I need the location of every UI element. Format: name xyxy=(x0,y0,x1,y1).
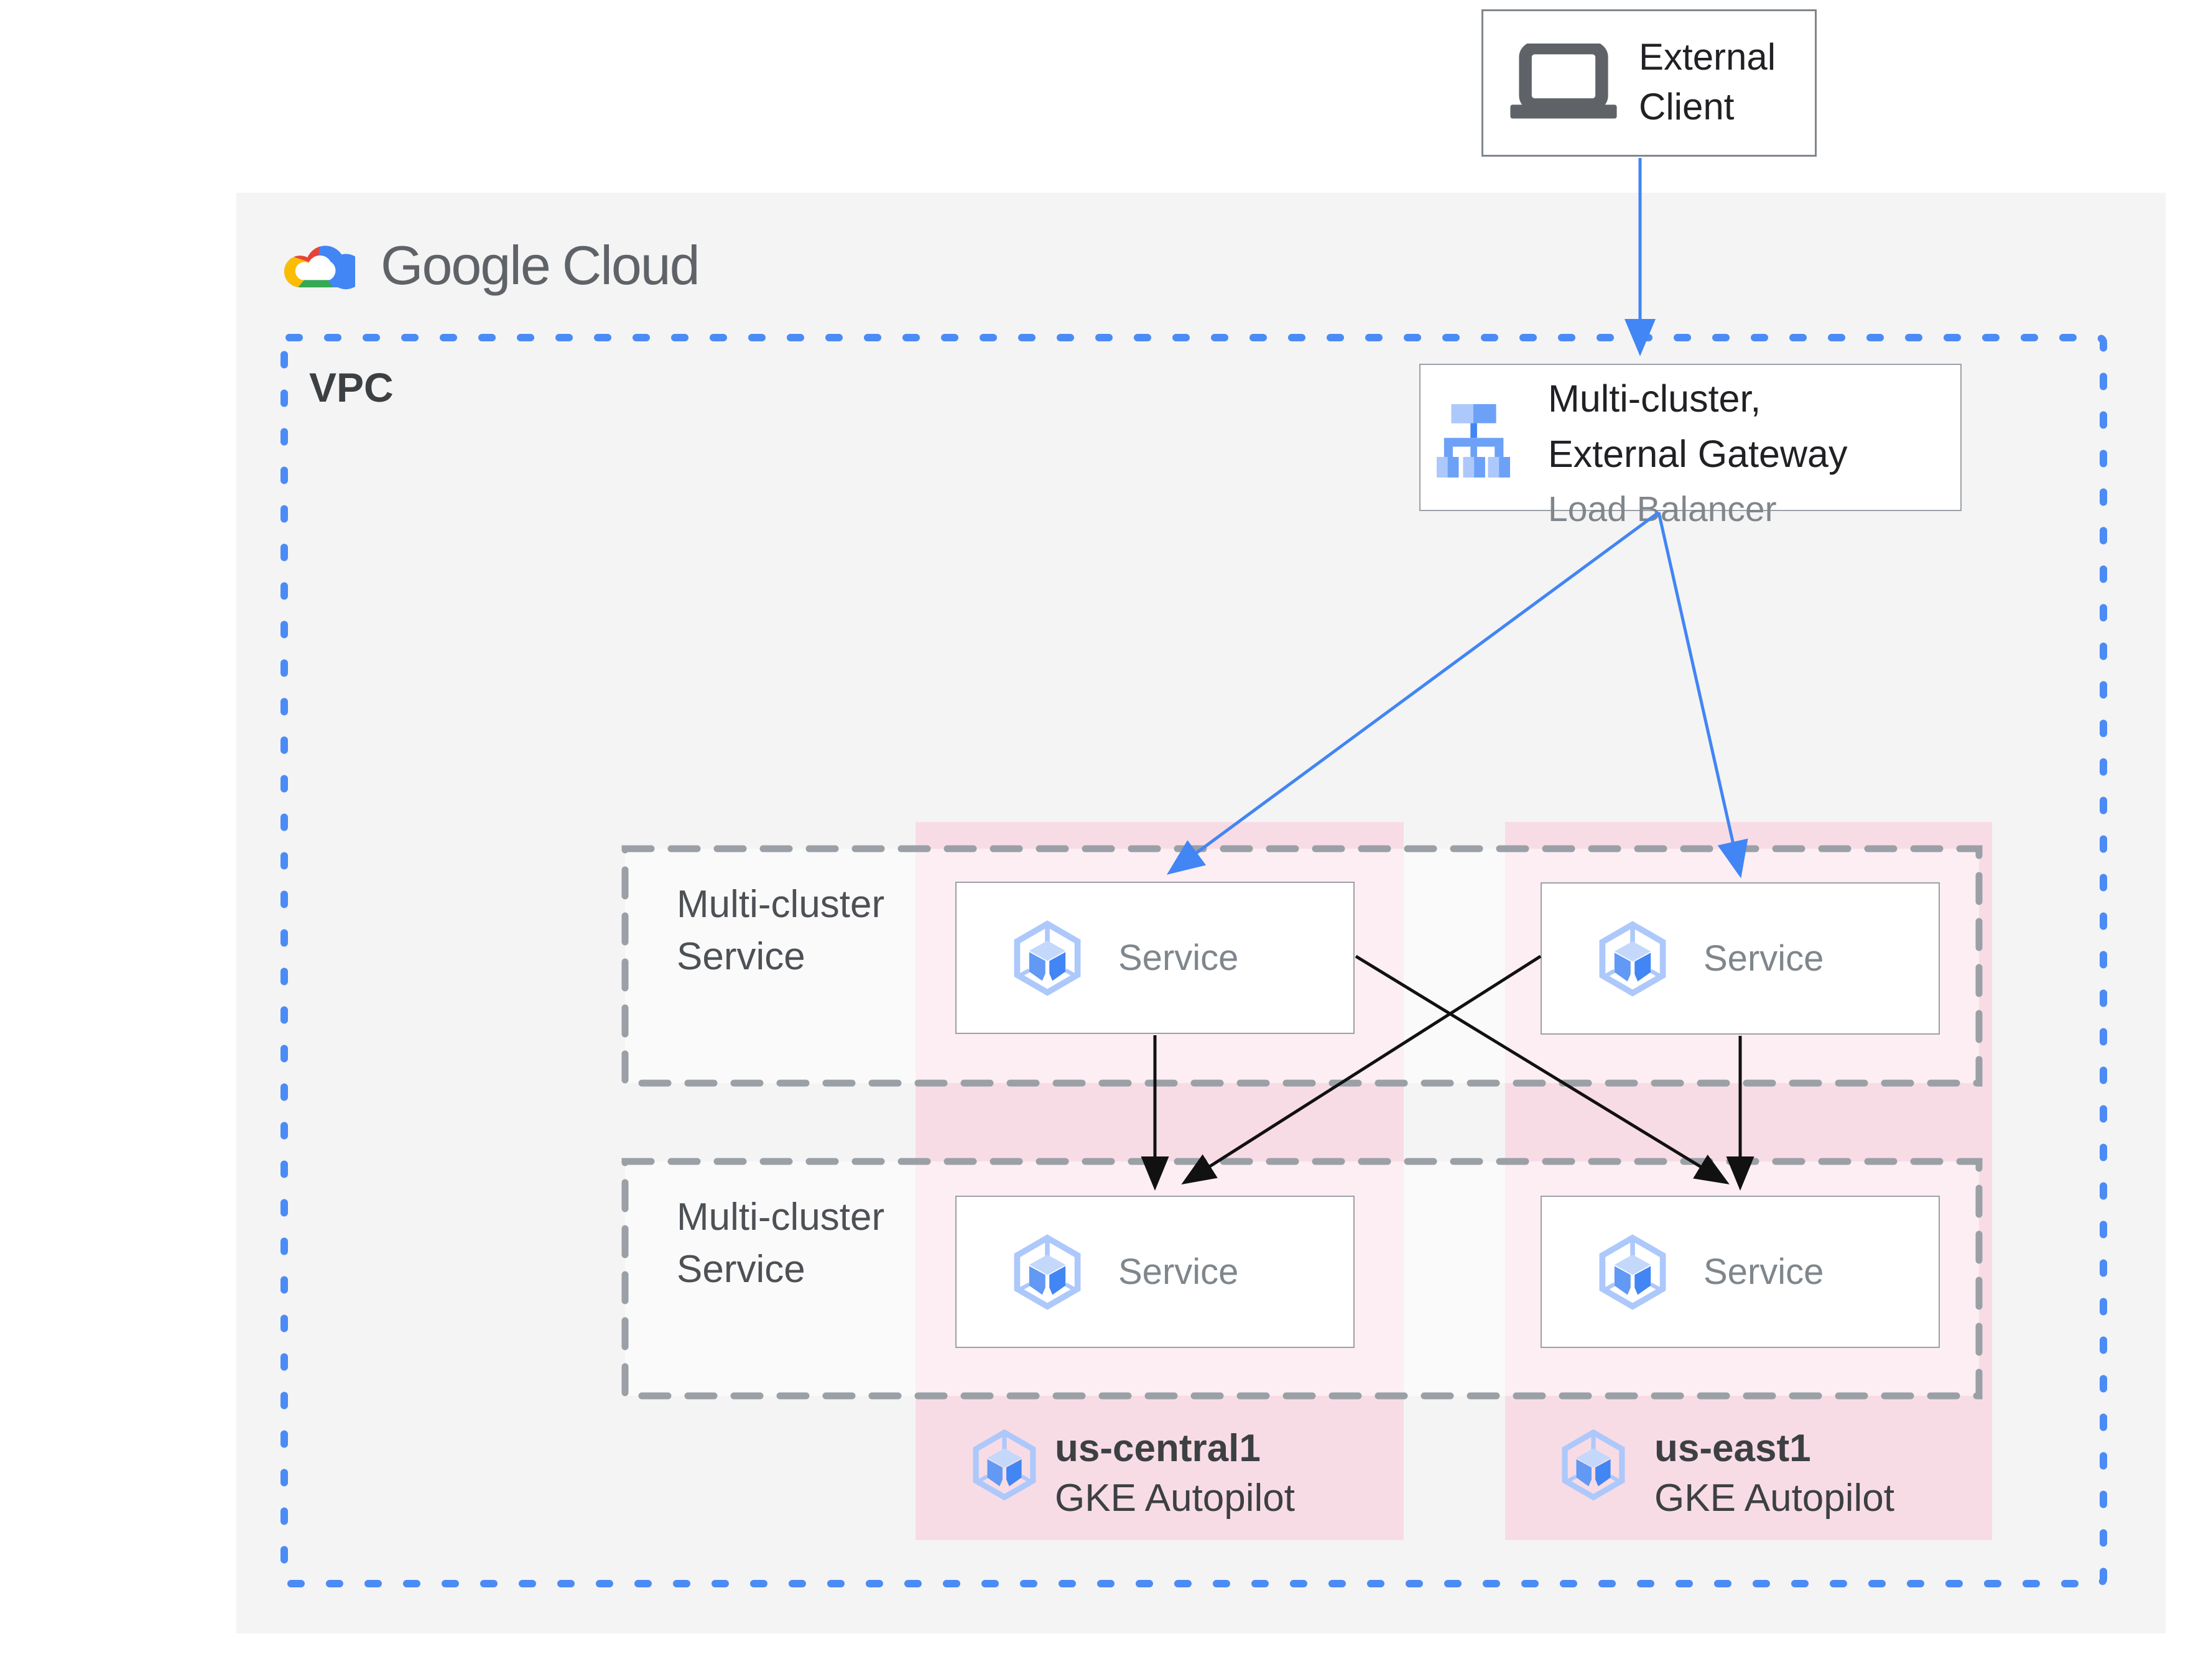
external-client-line2: Client xyxy=(1639,86,1735,127)
row2-line2: Service xyxy=(677,1248,805,1291)
row2-line1: Multi-cluster xyxy=(677,1196,885,1239)
service-node-top-left: Service xyxy=(955,882,1355,1034)
service-node-bottom-left: Service xyxy=(955,1196,1355,1348)
service-node-bottom-right: Service xyxy=(1541,1196,1940,1348)
multi-cluster-service-label-1: Multi-cluster Service xyxy=(677,879,884,983)
gke-service-icon xyxy=(1014,1234,1081,1310)
cluster-footer-us-central1: us-central1 GKE Autopilot xyxy=(1055,1424,1295,1523)
gke-service-icon xyxy=(1599,920,1666,997)
logo-word-google: Google xyxy=(381,234,551,296)
cluster-platform: GKE Autopilot xyxy=(1055,1477,1296,1520)
multi-cluster-service-label-2: Multi-cluster Service xyxy=(677,1191,884,1296)
external-client-label: External Client xyxy=(1639,32,1776,132)
cluster-footer-us-east1: us-east1 GKE Autopilot xyxy=(1654,1424,1894,1523)
logo-word-cloud: Cloud xyxy=(562,234,700,296)
gke-cluster-icon xyxy=(1562,1429,1625,1501)
external-client-node: External Client xyxy=(1481,9,1817,157)
service-label: Service xyxy=(1703,1252,1824,1292)
gke-service-icon xyxy=(1014,920,1081,996)
service-label: Service xyxy=(1118,938,1239,978)
gateway-label: Multi-cluster, External Gateway Load Bal… xyxy=(1548,371,1847,537)
google-cloud-logo-icon xyxy=(284,246,355,290)
service-node-top-right: Service xyxy=(1541,882,1940,1035)
service-label: Service xyxy=(1703,938,1824,979)
laptop-icon xyxy=(1510,44,1617,119)
cluster-region-name: us-central1 xyxy=(1055,1427,1261,1470)
row1-line1: Multi-cluster xyxy=(677,883,885,926)
gke-cluster-icon xyxy=(973,1429,1036,1501)
cluster-platform: GKE Autopilot xyxy=(1654,1477,1895,1520)
gke-service-icon xyxy=(1599,1234,1666,1310)
cluster-region-name: us-east1 xyxy=(1654,1427,1811,1470)
load-balancer-icon xyxy=(1437,404,1510,478)
row1-line2: Service xyxy=(677,935,805,978)
gateway-node: Multi-cluster, External Gateway Load Bal… xyxy=(1419,364,1962,529)
gateway-subtitle: Load Balancer xyxy=(1548,489,1777,529)
gateway-line2: External Gateway xyxy=(1548,433,1848,475)
gateway-line1: Multi-cluster, xyxy=(1548,377,1761,420)
vpc-label: VPC xyxy=(309,364,394,410)
external-client-line1: External xyxy=(1639,36,1776,78)
service-label: Service xyxy=(1118,1252,1239,1292)
